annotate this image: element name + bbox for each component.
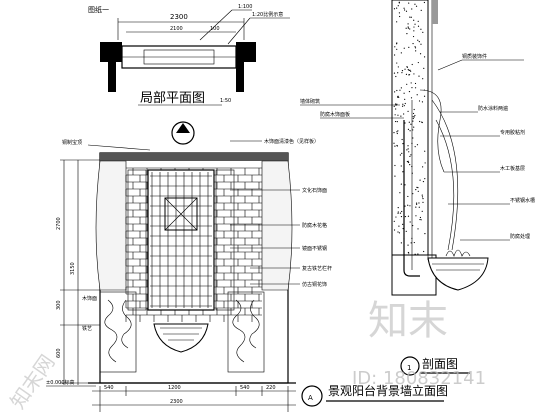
elev-right-total-dim: 3150 (70, 262, 76, 275)
railing-scroll-right (232, 299, 260, 363)
elev-bottom-dim-2: 540 (240, 385, 250, 391)
elev-top-band (100, 153, 288, 161)
curtain-left (95, 160, 127, 291)
plan-dim-inner: 2100 (170, 26, 183, 32)
section-label-3: 木工板基层 (500, 165, 525, 172)
plan-dim-sub: 100 (210, 26, 220, 32)
plan-wall-right (236, 42, 256, 62)
partial-plan-view: 图纸一 2300 2100 100 1:100 1:20比例示意 局部平面图 1… (88, 4, 290, 106)
section-marker-arrow (176, 123, 190, 133)
section-marker-circle (171, 121, 195, 145)
elev-label-3: 复古铁艺栏杆 (302, 265, 332, 272)
section-label-0: 铜质装饰件 (462, 53, 487, 60)
railing-left (99, 291, 137, 373)
plan-post-right (236, 62, 244, 92)
plan-scale: 1:50 (220, 98, 231, 104)
lattice-panel (147, 169, 215, 311)
elev-bottom-dim-1: 1200 (168, 385, 181, 391)
elev-left-label-1: 铁艺 (82, 325, 92, 332)
section-basin (427, 257, 489, 291)
elev-left-dim-0: 2700 (56, 217, 62, 230)
section-right-labels: 铜质装饰件 防水涂料两遍 专用胶粘剂 木工板基层 不锈钢水槽 防腐处理 (437, 53, 535, 241)
section-left-label-1: 防腐木饰面板 (320, 111, 350, 118)
wall-section-view: 铜质装饰件 防水涂料两遍 专用胶粘剂 木工板基层 不锈钢水槽 防腐处理 墙体砌筑… (300, 0, 535, 376)
elev-label-4: 仿古铜花饰 (302, 281, 327, 288)
column-left (127, 169, 147, 311)
elev-label-1: 防腐木花格 (302, 222, 327, 229)
elev-marker: A (308, 394, 313, 402)
elev-callout-lamp: 木饰面清漆色（见样板） (264, 138, 319, 145)
elev-label-2: 镜面不锈钢 (302, 245, 327, 252)
elev-marker-circle (301, 385, 323, 407)
elevation-view: 铜制宝顶 木饰面清漆色（见样板） 文化石饰面 (46, 121, 448, 412)
fountain-basin (153, 323, 209, 353)
elev-bottom-dims: 540 1200 540 220 2300 ±0.000标高 (46, 379, 296, 412)
medallion-cross (164, 197, 198, 231)
section-spout (419, 89, 445, 173)
watermark-brand: 知末 (368, 298, 448, 344)
section-marker-circle (400, 356, 420, 376)
column-right (215, 169, 235, 311)
elev-right-labels: 文化石饰面 防腐木花格 镜面不锈钢 复古铁艺栏杆 仿古铜花饰 (230, 187, 332, 288)
section-pipe (403, 120, 420, 277)
elev-top-note: 铜制宝顶 (62, 139, 82, 146)
elev-left-dim-1: 300 (56, 300, 62, 310)
section-plant (445, 249, 471, 257)
elev-bottom-dim-3: 220 (266, 385, 276, 391)
railing-scroll-left (104, 299, 132, 363)
elev-bottom-total: 2300 (170, 399, 183, 405)
section-label-4: 不锈钢水槽 (510, 197, 535, 204)
railing-right (227, 291, 265, 373)
plan-callout-top: 1:100 (238, 4, 252, 10)
lattice-center-medallion (164, 197, 198, 231)
elev-bottom-dim-0: 540 (104, 385, 114, 391)
section-label-1: 防水涂料两遍 (478, 105, 508, 112)
section-left-labels: 墙体砌筑 防腐木饰面板 (300, 98, 404, 119)
watermark-id: ID: 180832141 (352, 368, 486, 389)
elev-left-dim-2: 600 (56, 348, 62, 358)
section-label-2: 专用胶粘剂 (500, 129, 525, 136)
basin-ribs (160, 327, 202, 341)
plan-wall-left (100, 42, 122, 62)
section-label-5: 防腐处理 (510, 233, 530, 240)
section-title: 剖面图 (422, 357, 458, 371)
elev-title: 景观阳台背景墙立面图 (328, 383, 448, 398)
elev-bottom-note: ±0.000标高 (46, 379, 75, 386)
elev-left-dims: 2700 300 600 3150 木饰面 铁艺 (56, 159, 100, 385)
section-left-label-0: 墙体砌筑 (300, 98, 320, 105)
section-top-block (432, 0, 438, 24)
elev-label-0: 文化石饰面 (302, 187, 327, 194)
section-marker: 1 (407, 364, 411, 372)
plan-title: 局部平面图 (140, 91, 205, 106)
page-tag: 图纸一 (88, 5, 109, 14)
lattice-grid (150, 172, 212, 308)
elev-left-label-0: 木饰面 (82, 295, 97, 302)
plan-dim-total: 2300 (170, 13, 188, 21)
section-wall (391, 0, 429, 261)
plan-post-left (108, 62, 116, 92)
curtain-right (261, 160, 293, 291)
plan-callout-note: 1:20比例示意 (252, 11, 283, 18)
